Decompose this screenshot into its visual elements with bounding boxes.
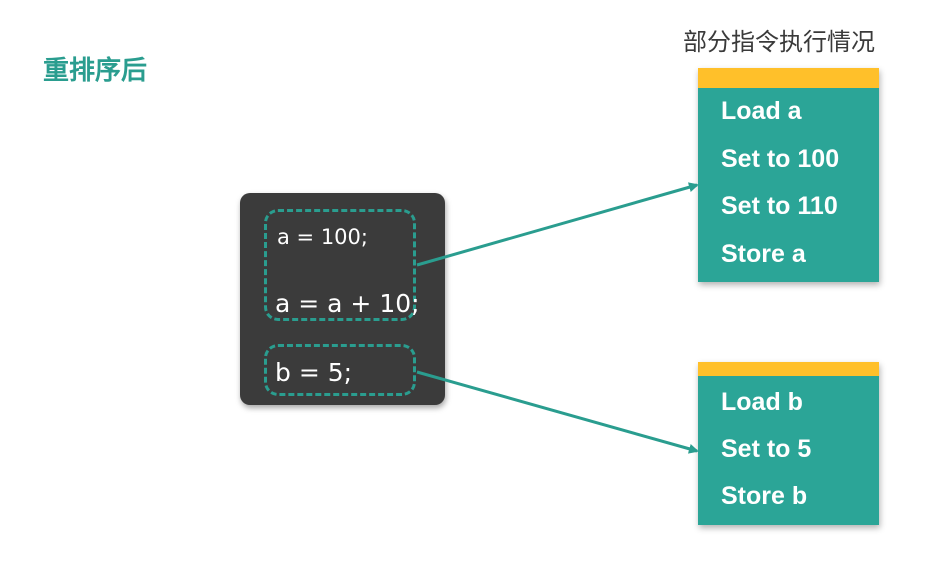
arrow-to-box-b <box>416 370 699 454</box>
code-line-2: a = a + 10; <box>275 289 420 318</box>
instruction-item: Store a <box>721 239 806 268</box>
instruction-box-b: Load b Set to 5 Store b <box>698 362 879 525</box>
instruction-item: Load b <box>721 388 803 416</box>
instruction-item: Set to 5 <box>721 435 812 463</box>
code-group-b <box>264 344 416 396</box>
code-line-3: b = 5; <box>275 358 353 387</box>
instructions-caption: 部分指令执行情况 <box>683 28 875 56</box>
page-title: 重排序后 <box>43 56 148 86</box>
code-block <box>240 193 445 405</box>
instruction-item: Set to 100 <box>721 144 840 173</box>
instruction-box-a-header <box>698 68 879 88</box>
instruction-box-b-header <box>698 362 879 376</box>
instruction-item: Set to 110 <box>721 192 838 220</box>
arrow-to-box-a <box>416 182 699 267</box>
code-line-1: a = 100; <box>277 225 368 249</box>
instruction-box-a: Load a Set to 100 Set to 110 Store a <box>698 68 879 282</box>
instruction-item: Load a <box>721 97 802 125</box>
code-group-a <box>264 209 416 321</box>
instruction-item: Store b <box>721 482 808 510</box>
